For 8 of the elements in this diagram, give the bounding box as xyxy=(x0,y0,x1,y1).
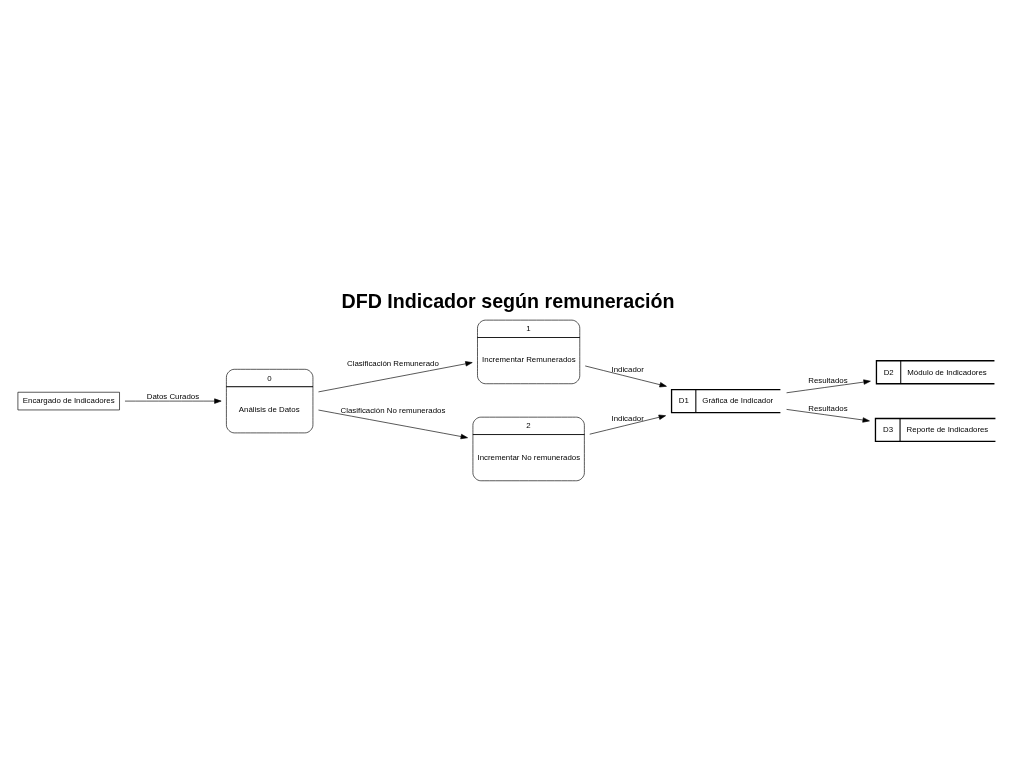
arrow xyxy=(124,398,222,404)
arrow xyxy=(318,409,468,440)
diagram-title: DFD Indicador según remuneración xyxy=(341,290,675,313)
arrow xyxy=(318,361,473,393)
arrow xyxy=(786,379,871,394)
arrow xyxy=(584,365,667,388)
arrow xyxy=(589,414,666,435)
arrow xyxy=(786,409,870,423)
